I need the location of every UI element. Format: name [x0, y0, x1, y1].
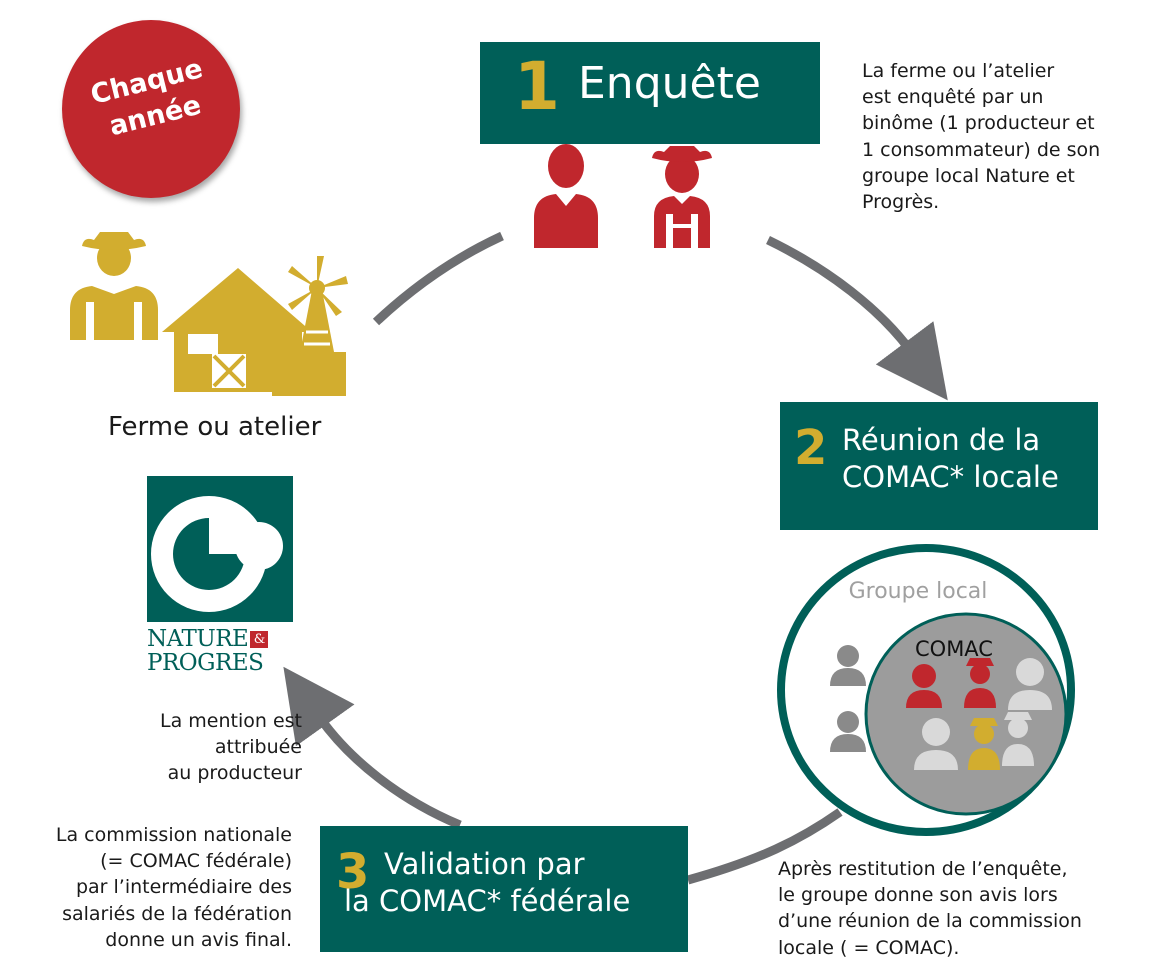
farm-icon	[70, 232, 348, 396]
step1-description: La ferme ou l’atelier est enquêté par un…	[862, 60, 1101, 214]
arrow-step1-to-step2	[766, 235, 948, 401]
step3-box: 3 Validation par la COMAC* fédérale	[320, 826, 688, 952]
step2-title: Réunion de la COMAC* locale	[842, 423, 1059, 495]
step3-number: 3	[336, 844, 370, 900]
badge-text: Chaque année	[87, 53, 206, 143]
step3-title: Validation par la COMAC* fédérale	[344, 847, 631, 919]
step1-title: Enquête	[578, 58, 761, 109]
logo-word-progres: PROGRES	[147, 650, 264, 676]
step2-box: 2 Réunion de la COMAC* locale	[780, 402, 1098, 530]
step2-description: Après restitution de l’enquête, le group…	[778, 858, 1082, 959]
group-local-label: Groupe local	[849, 579, 988, 604]
mention-text: La mention est attribuée au producteur	[160, 710, 302, 785]
logo-word-nature: NATURE	[147, 626, 249, 652]
arrow-step3-to-logo	[283, 666, 462, 830]
logo-amp: &	[250, 631, 269, 648]
logo-mark	[147, 476, 293, 622]
arrow-step2-to-step3	[686, 808, 843, 885]
farm-label: Ferme ou atelier	[108, 412, 322, 442]
investigators-icon	[534, 144, 712, 248]
step1-box: 1 Enquête	[480, 42, 820, 144]
logo-text-line1: NATURE&	[147, 626, 269, 652]
step3-description: La commission nationale (= COMAC fédéral…	[55, 824, 292, 951]
yearly-badge: Chaque année	[62, 20, 240, 198]
comac-label: COMAC	[915, 637, 993, 661]
nature-progres-logo: NATURE& PROGRES	[147, 476, 293, 682]
step1-number: 1	[514, 48, 560, 125]
arrow-farm-to-step1	[372, 231, 504, 326]
step2-number: 2	[794, 420, 828, 476]
group-comac-diagram: Groupe local COMAC	[777, 544, 1075, 836]
